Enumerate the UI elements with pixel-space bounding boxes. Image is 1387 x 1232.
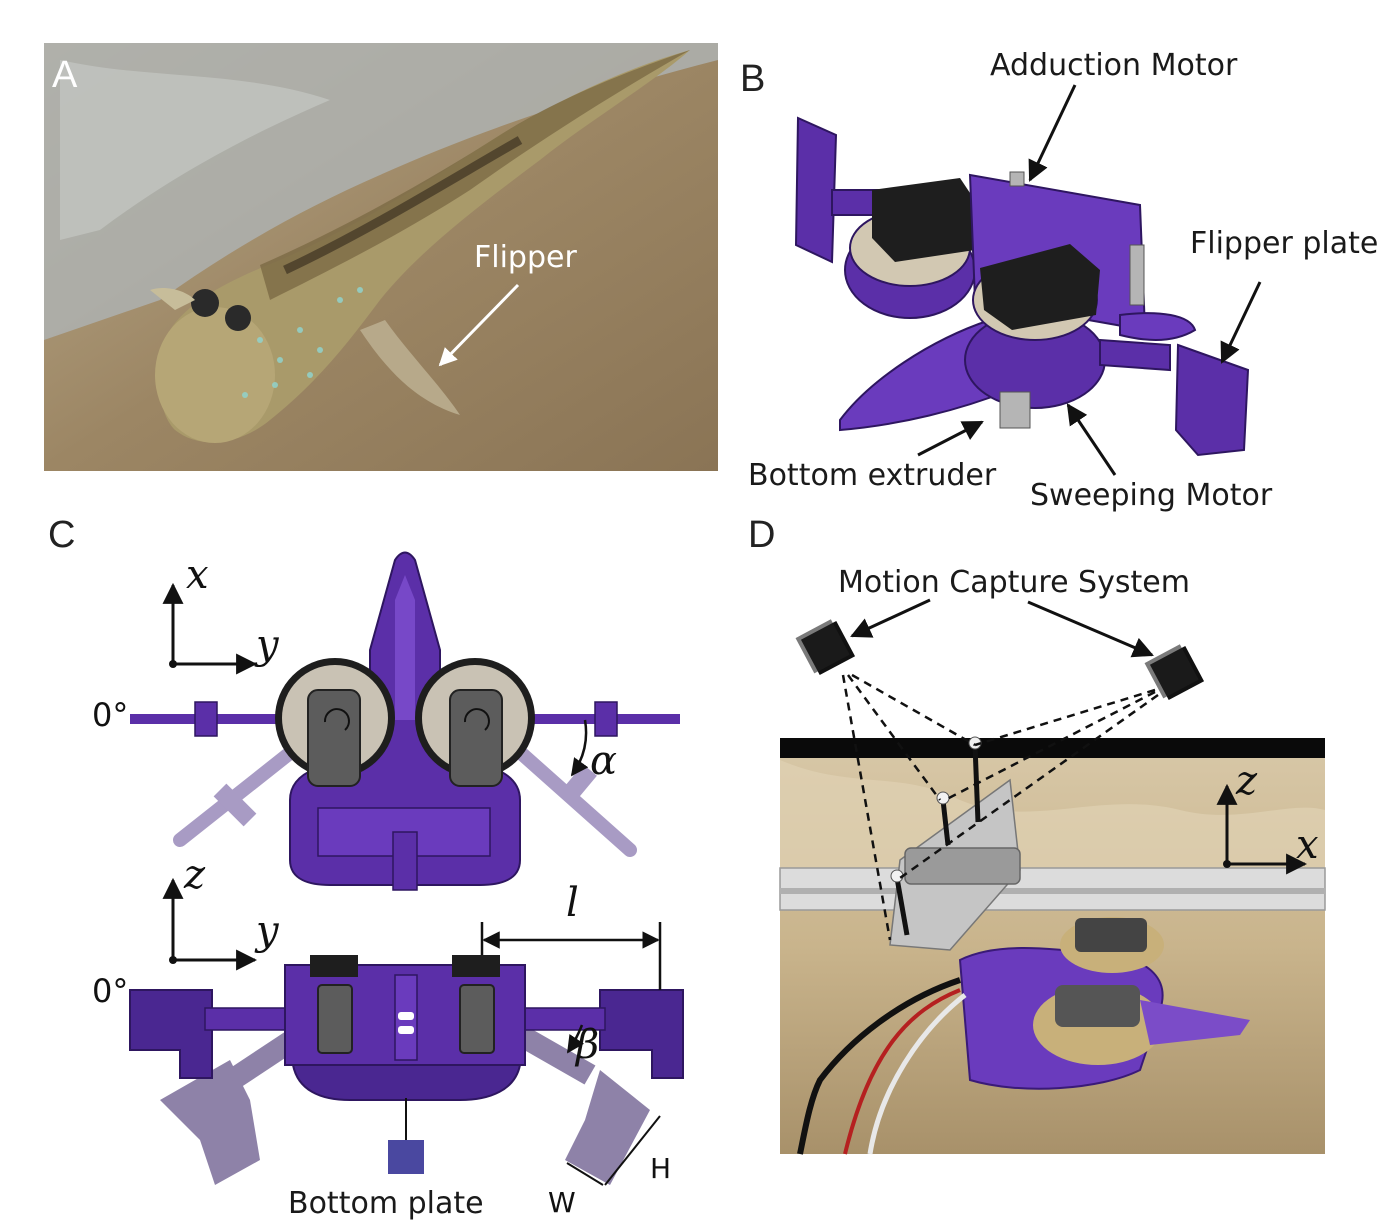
panel-letter-c: C — [48, 514, 76, 556]
beta-label: β — [576, 1022, 600, 1068]
motion-capture-cameras — [795, 598, 1205, 941]
flipper-label: Flipper — [474, 240, 577, 275]
sweeping-motor-label: Sweeping Motor — [1030, 478, 1273, 513]
bottom-extruder-label: Bottom extruder — [748, 458, 997, 493]
panel-b-cad — [794, 84, 1262, 476]
w-dimension-label: W — [548, 1186, 576, 1219]
h-dimension-label: H — [650, 1152, 672, 1185]
panel-c-top-view — [130, 551, 680, 891]
axis-x-photo-label: x — [1296, 822, 1319, 868]
alpha-label: α — [590, 738, 618, 784]
panel-letter-d: D — [748, 514, 776, 556]
panel-d-experiment — [779, 736, 1326, 1155]
axis-x-top-label: x — [186, 552, 209, 598]
axis-y-bottom-label: y — [256, 908, 279, 954]
flipper-arrow — [438, 283, 520, 367]
axis-z-label: z — [184, 852, 206, 898]
panel-letter-a: A — [52, 54, 78, 96]
panel-letter-b: B — [740, 58, 766, 100]
zero-deg-top-label: 0° — [92, 696, 129, 734]
bottom-plate-label: Bottom plate — [288, 1186, 484, 1221]
panel-c-front-view — [129, 877, 684, 1186]
panel-a-photo — [44, 43, 718, 471]
adduction-motor-label: Adduction Motor — [990, 48, 1238, 83]
length-l-label: l — [566, 880, 579, 926]
flipper-plate-label: Flipper plate — [1190, 226, 1379, 261]
axis-y-top-label: y — [256, 622, 279, 668]
axis-z-photo-label: z — [1236, 758, 1258, 804]
motion-capture-label: Motion Capture System — [838, 565, 1190, 600]
zero-deg-bottom-label: 0° — [92, 972, 129, 1010]
